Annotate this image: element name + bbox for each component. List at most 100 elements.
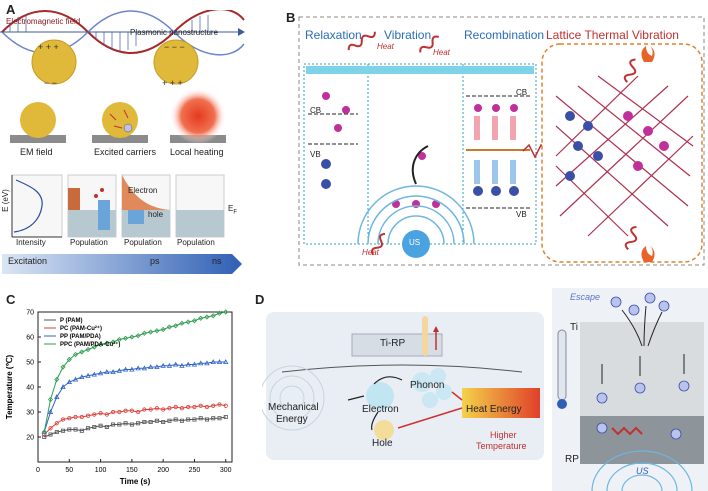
data-point [47, 396, 54, 403]
data-point [204, 314, 210, 320]
y-tick-label: 30 [26, 410, 34, 417]
series-line-1 [43, 403, 226, 435]
data-point [141, 330, 147, 336]
series-line-0 [44, 416, 226, 438]
data-point [129, 366, 135, 372]
x-axis-label: Time (s) [120, 477, 151, 486]
data-point [186, 417, 191, 422]
local-heating-particle [170, 88, 226, 144]
data-point [217, 416, 222, 421]
data-point [172, 361, 179, 367]
data-point [73, 414, 78, 420]
data-point [210, 359, 216, 364]
cb-label-right: CB [516, 88, 528, 97]
xlabel-population-1: Population [70, 238, 108, 247]
data-point [123, 421, 128, 426]
data-point [135, 333, 141, 339]
data-point [192, 417, 197, 422]
data-point [97, 370, 104, 376]
data-point [66, 356, 72, 363]
data-point [54, 376, 60, 383]
data-point [86, 426, 91, 431]
data-point [216, 310, 223, 316]
data-point [116, 336, 122, 343]
data-point [129, 334, 135, 340]
timeline-ps: ps [150, 256, 160, 266]
data-point [210, 313, 216, 319]
data-point [179, 320, 185, 326]
data-point [111, 422, 116, 427]
heat-energy-label: Heat Energy [466, 404, 522, 415]
data-point [141, 365, 148, 371]
rp-label: RP [565, 454, 579, 465]
data-point [48, 426, 53, 431]
data-point [154, 364, 160, 369]
legend-entry-1: PC (PAM-Cu²⁺) [60, 325, 102, 332]
escape-label: Escape [570, 292, 601, 302]
data-point [92, 425, 97, 430]
us-source-b [402, 230, 430, 258]
data-point [54, 429, 59, 434]
data-point [117, 409, 122, 415]
data-point [223, 309, 229, 315]
ti-label: Ti [570, 322, 578, 333]
data-point [148, 420, 153, 425]
data-point [123, 408, 128, 413]
data-point [116, 367, 123, 373]
data-point [54, 421, 59, 426]
data-point [179, 362, 185, 368]
data-point [223, 403, 228, 408]
data-point [98, 411, 103, 416]
data-point [91, 371, 98, 377]
data-point [41, 429, 47, 435]
wave-arrow-icon [238, 28, 245, 36]
data-point [117, 422, 122, 427]
y-tick-label: 60 [26, 335, 34, 342]
em-wave-red [1, 10, 245, 54]
panel-d-figure [262, 288, 708, 491]
data-point [198, 403, 203, 408]
data-point [148, 407, 153, 412]
legend-entry-2: PP (PAM/PDA) [60, 334, 101, 340]
xlabel-population-3: Population [177, 238, 215, 247]
vb-label-left: VB [310, 150, 321, 159]
fermi-label: EF [228, 204, 238, 216]
data-point [72, 376, 79, 382]
data-point [42, 434, 47, 439]
data-point [104, 340, 110, 346]
data-point [167, 418, 172, 423]
data-point [173, 404, 178, 410]
panel-b-figure [298, 16, 705, 266]
data-point [104, 425, 109, 430]
data-point [223, 359, 229, 364]
timeline-arrow [2, 254, 242, 274]
heat-label-2: Heat [433, 48, 450, 57]
data-point [204, 360, 210, 366]
data-point [198, 416, 203, 421]
data-point [223, 415, 228, 420]
xlabel-intensity: Intensity [16, 238, 46, 247]
data-point [204, 404, 210, 410]
data-point [79, 374, 85, 379]
us-label-b: US [409, 238, 421, 247]
higher-temp-1: Higher [490, 430, 517, 440]
data-point [60, 417, 66, 422]
header-lattice: Lattice Thermal Vibration [546, 28, 679, 42]
x-tick-label: 0 [36, 467, 40, 474]
x-tick-label: 100 [95, 467, 107, 474]
data-point [154, 406, 160, 411]
data-point [135, 365, 141, 371]
data-point [191, 361, 198, 367]
data-point [142, 420, 147, 425]
data-point [211, 403, 216, 408]
data-point [186, 404, 191, 410]
data-point [47, 409, 54, 414]
legend-entry-0: P (PAM) [60, 318, 82, 324]
tirp-label: Ti-RP [380, 338, 406, 349]
data-point [66, 379, 72, 384]
xlabel-population-2: Population [124, 238, 162, 247]
y-tick-label: 40 [26, 385, 34, 392]
data-point [160, 326, 166, 333]
data-point [110, 339, 116, 345]
svg-text:+ + +: + + + [38, 42, 59, 52]
